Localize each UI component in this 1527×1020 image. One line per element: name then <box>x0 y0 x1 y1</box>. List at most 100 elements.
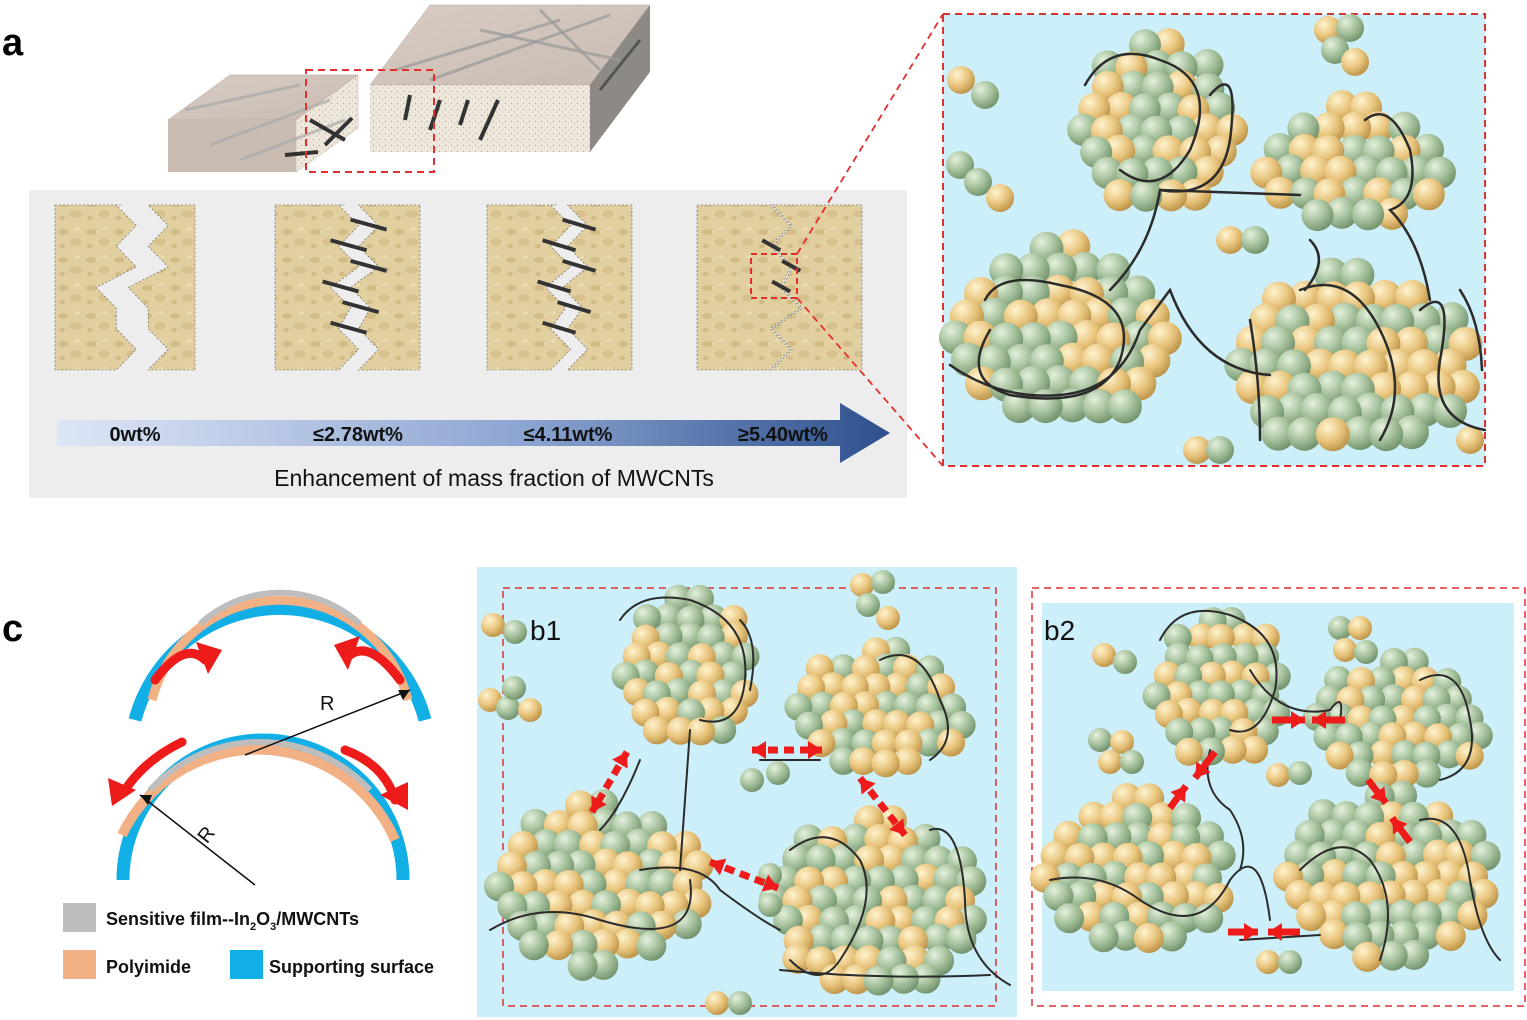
particle <box>518 930 549 961</box>
particle <box>1390 740 1419 769</box>
panel-a-slabs <box>167 4 651 173</box>
legend-supporting-surface: Supporting surface <box>269 957 434 977</box>
particle <box>1345 758 1374 787</box>
nanotube <box>1249 669 1343 721</box>
nanotube <box>779 969 991 978</box>
legend: Sensitive film--In2O3/MWCNTs Polyimide S… <box>63 903 434 979</box>
particle <box>1301 199 1334 232</box>
legend-swatch-film <box>63 903 96 932</box>
nanotube <box>948 287 1272 397</box>
particle <box>871 729 900 758</box>
nanotube <box>1418 300 1487 432</box>
particle <box>829 746 858 775</box>
particle <box>1179 178 1212 211</box>
particle <box>1191 49 1224 82</box>
cluster-b1-top-left <box>611 584 760 746</box>
nanotube <box>1083 52 1202 183</box>
nanotube <box>679 729 691 871</box>
particle <box>1296 901 1327 932</box>
particle <box>1348 616 1372 640</box>
particle <box>642 716 671 745</box>
particle <box>893 747 922 776</box>
compression-arrow <box>1272 711 1305 729</box>
nanotube <box>489 879 692 931</box>
particle <box>1435 921 1466 952</box>
particle <box>1328 616 1352 640</box>
particle <box>888 963 919 994</box>
particle <box>1156 921 1187 952</box>
compression-arrow <box>1389 815 1413 845</box>
particle <box>1312 112 1345 145</box>
particle <box>1399 939 1430 970</box>
fragment-4.11wt <box>486 204 633 371</box>
particle <box>871 570 895 594</box>
nanotube <box>599 759 821 831</box>
particle <box>1216 226 1244 254</box>
particle <box>1103 179 1136 212</box>
particle <box>1235 370 1270 405</box>
particle <box>1193 903 1224 934</box>
nanotube-bridge <box>537 279 572 294</box>
compression-arrow <box>1192 749 1218 781</box>
particle <box>1457 900 1488 931</box>
nanotube-bridge <box>350 217 388 232</box>
particle <box>1107 389 1142 424</box>
particle <box>964 168 992 196</box>
particle <box>543 930 574 961</box>
particle <box>1390 759 1419 788</box>
particle <box>1325 741 1354 770</box>
particle <box>685 584 714 613</box>
particle <box>1325 196 1358 229</box>
particle <box>1155 179 1188 212</box>
radius-label-top: R <box>320 693 334 715</box>
particle <box>830 924 861 955</box>
legend-swatch-polyimide <box>63 950 96 979</box>
crack-fragments <box>54 204 863 371</box>
cluster-b2-bottom-left <box>1029 782 1236 953</box>
particle <box>481 613 505 637</box>
nanotube <box>739 619 755 691</box>
particle <box>1352 941 1383 972</box>
particle <box>1261 416 1296 451</box>
nanotube <box>1419 674 1473 781</box>
particle <box>1266 763 1290 787</box>
particle <box>1110 920 1141 951</box>
nanotube <box>879 654 949 761</box>
particle <box>1206 436 1234 464</box>
cluster-b1-top-right <box>784 636 976 778</box>
particle <box>1240 735 1269 764</box>
nanotube <box>1458 288 1484 372</box>
particle <box>876 606 900 630</box>
nanotube <box>1159 609 1278 733</box>
mass-label-2: ≤4.11wt% <box>524 424 613 446</box>
particle <box>567 929 598 960</box>
particle <box>758 893 782 917</box>
particle <box>1187 623 1216 652</box>
particle <box>782 943 813 974</box>
panel-label-b1: b1 <box>530 615 561 646</box>
particle <box>567 950 598 981</box>
particle <box>1183 436 1211 464</box>
particle <box>1088 922 1119 953</box>
mass-label-0: 0wt% <box>109 424 160 446</box>
particle <box>1196 737 1225 766</box>
fragment-0wt <box>54 204 196 371</box>
nanotube-bridge <box>350 258 388 273</box>
particle <box>705 991 729 1015</box>
cluster-b2-bottom-right <box>1272 780 1501 972</box>
double-arrow <box>752 741 822 759</box>
particle <box>1078 801 1109 832</box>
arrow-caption: Enhancement of mass fraction of MWCNTs <box>274 465 714 491</box>
nanotube <box>1108 188 1162 292</box>
nanotube <box>1303 238 1320 292</box>
particle <box>671 909 702 940</box>
nanotube-bridge <box>761 238 782 252</box>
particle <box>1388 111 1421 144</box>
mass-label-1: ≤2.78wt% <box>313 424 403 446</box>
particle <box>1352 198 1385 231</box>
particle <box>1092 643 1116 667</box>
nanotube-bridge <box>542 238 577 253</box>
particle <box>1205 840 1236 871</box>
particle <box>1340 257 1375 292</box>
